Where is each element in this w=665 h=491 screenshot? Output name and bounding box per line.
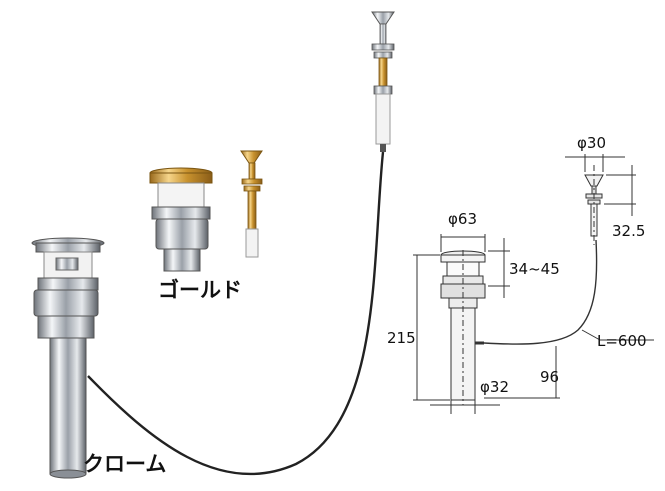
pipe-diameter-label: φ32: [480, 378, 509, 396]
cable-height-label: 96: [540, 368, 560, 386]
chrome-knob-part: [371, 11, 395, 152]
head-diameter-label: φ63: [448, 210, 477, 228]
chrome-variant-label: クローム: [83, 452, 167, 476]
technical-drawing: [413, 154, 654, 414]
cable-length-label: L=600: [597, 332, 647, 350]
total-height-label: 215: [387, 329, 416, 347]
gold-drain-assembly: [149, 167, 213, 272]
gold-variant-label: ゴールド: [158, 278, 242, 302]
chrome-drain-assembly: [31, 237, 105, 479]
knob-diameter-label: φ30: [577, 134, 606, 152]
gold-knob-part: [240, 150, 263, 258]
knob-height-label: 32.5: [612, 222, 646, 240]
adjust-range-label: 34~45: [509, 260, 560, 278]
control-cable: [87, 151, 385, 476]
